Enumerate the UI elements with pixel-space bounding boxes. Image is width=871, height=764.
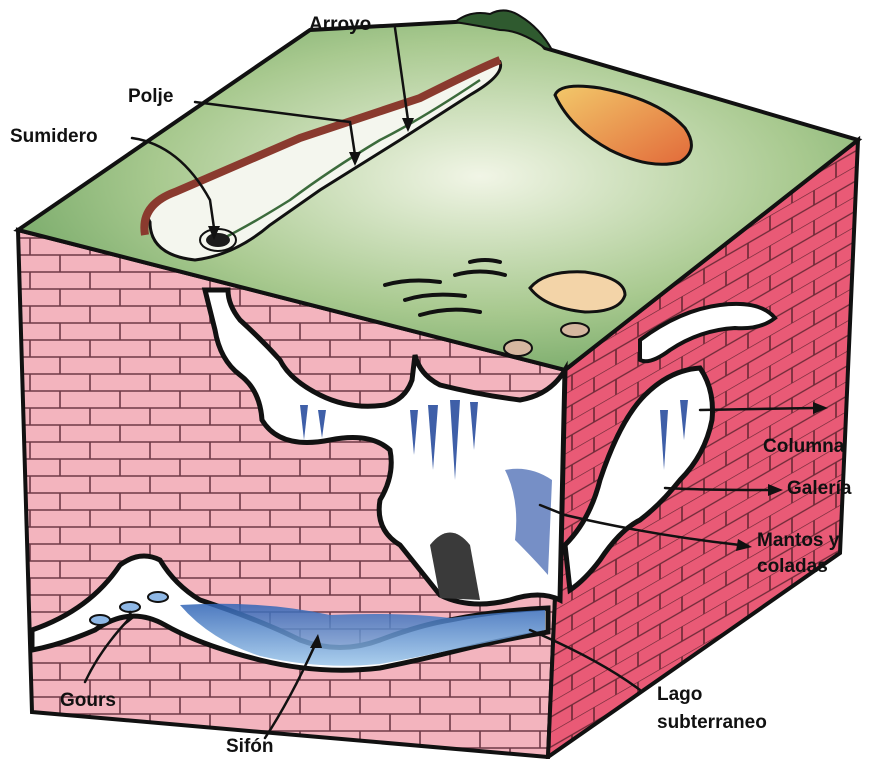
label-galeria: Galería — [787, 478, 851, 500]
label-lago-line2: subterraneo — [657, 712, 767, 734]
label-arroyo: Arroyo — [309, 14, 371, 36]
label-columna: Columna — [763, 436, 844, 458]
label-sumidero: Sumidero — [10, 126, 98, 148]
label-mantos-line2: coladas — [757, 556, 828, 578]
label-sifon: Sifón — [226, 736, 274, 758]
label-mantos-line1: Mantos y — [757, 530, 839, 552]
small-hole-2 — [504, 340, 532, 356]
label-polje: Polje — [128, 86, 173, 108]
small-hole-1 — [561, 323, 589, 337]
sumidero-hole — [206, 233, 230, 247]
label-lago-line1: Lago — [657, 684, 702, 706]
label-gours: Gours — [60, 690, 116, 712]
